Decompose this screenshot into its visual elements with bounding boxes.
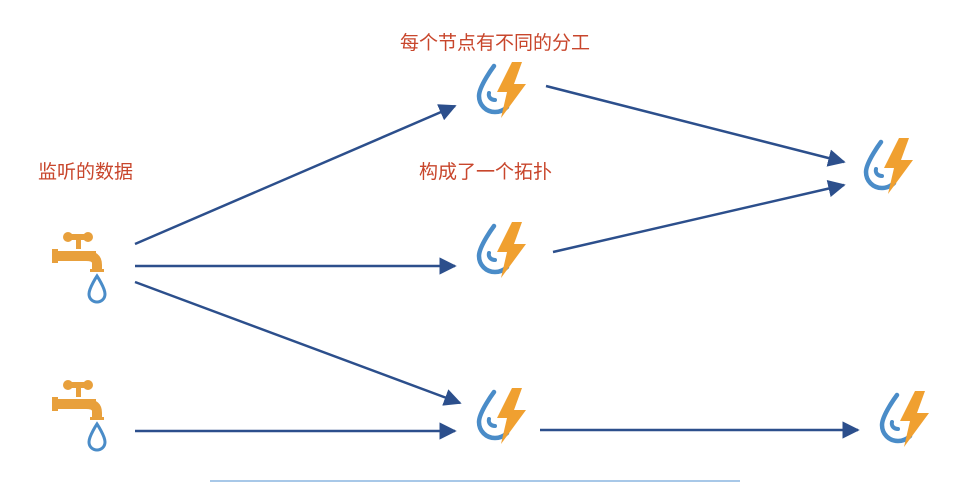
faucet-icon xyxy=(50,378,107,452)
division-label: 每个节点有不同的分工 xyxy=(400,32,591,54)
faucet-icon xyxy=(50,230,107,304)
water-lightning-icon xyxy=(866,138,913,194)
water-lightning-icon xyxy=(479,222,526,278)
water-lightning-icon xyxy=(479,388,526,444)
topology-label: 构成了一个拓扑 xyxy=(419,161,553,183)
water-lightning-icon xyxy=(882,391,929,447)
edge-arrow xyxy=(134,280,462,406)
edge-arrow xyxy=(134,104,457,246)
water-lightning-icon xyxy=(479,62,526,118)
edge-arrow xyxy=(545,84,846,167)
edge-arrow xyxy=(552,180,846,254)
source-label: 监听的数据 xyxy=(38,161,134,183)
